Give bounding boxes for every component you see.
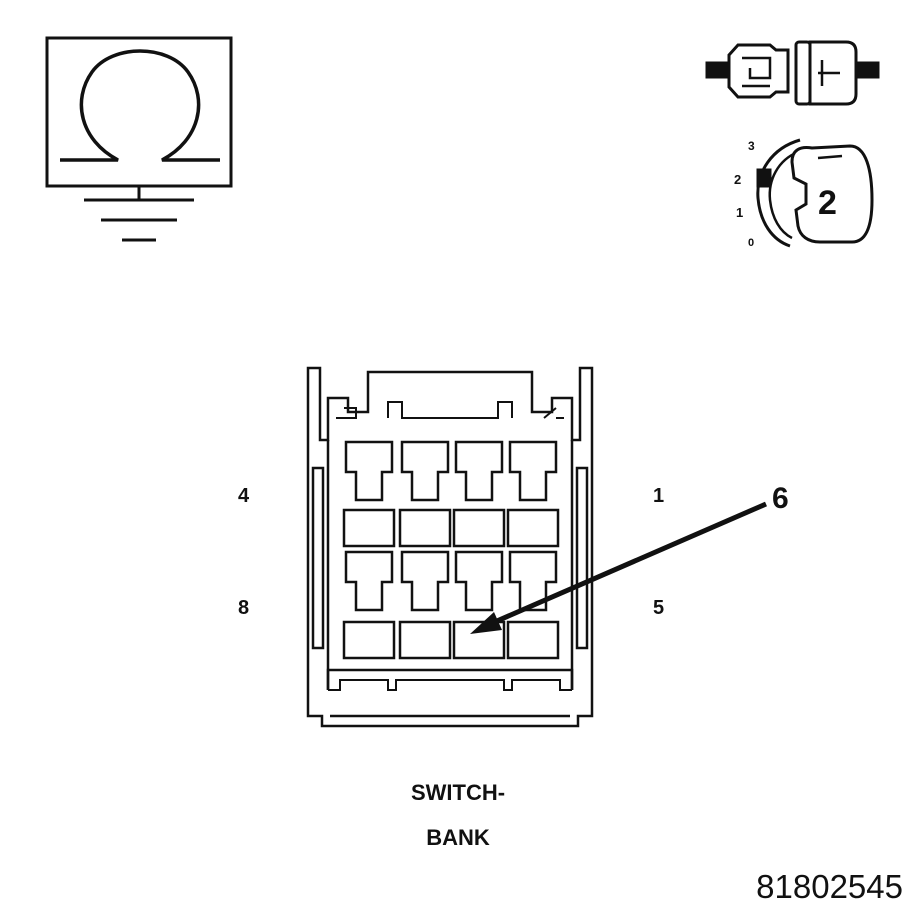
callout-line xyxy=(489,501,767,627)
terminal-cavity xyxy=(508,550,558,612)
terminal-cavity xyxy=(344,440,394,502)
pin-cavity xyxy=(506,620,560,660)
connector-housing xyxy=(306,366,594,728)
female-collar xyxy=(794,40,812,106)
connector-inner-ribs xyxy=(336,401,564,419)
connector-name-line2: BANK xyxy=(426,825,490,850)
figure-id: 81802545 xyxy=(756,868,903,905)
pin-label-4: 4 xyxy=(238,485,250,507)
pin-label-8: 8 xyxy=(238,597,249,619)
lock-cylinder-outer xyxy=(756,138,801,248)
ignition-key-icon xyxy=(756,138,874,248)
omega-symbol xyxy=(60,49,220,162)
terminal-cavity xyxy=(400,550,450,612)
bottom-frame-top xyxy=(326,668,574,690)
lock-cylinder-inner xyxy=(768,150,799,240)
key-head xyxy=(790,144,874,244)
ohmmeter-icon xyxy=(45,36,233,242)
terminal-cavity xyxy=(454,440,504,502)
connector-name-line1: SWITCH- xyxy=(411,780,505,805)
pin-cavity xyxy=(506,508,560,548)
pin-cavity xyxy=(342,620,396,660)
pin-cavity xyxy=(398,620,452,660)
key-edge xyxy=(817,154,843,160)
pin-cavity xyxy=(398,508,452,548)
key-selected-number: 2 xyxy=(818,184,837,222)
ohmmeter-frame xyxy=(45,36,233,188)
callout-arrowhead xyxy=(470,612,502,634)
left-rail xyxy=(311,466,325,650)
key-position-3: 3 xyxy=(748,139,755,153)
key-position-1: 1 xyxy=(736,205,743,220)
connector-cavities xyxy=(342,440,560,660)
bottom-frame-teeth xyxy=(328,679,572,691)
disconnect-connector-icon xyxy=(705,40,880,106)
switch-bank-connector xyxy=(306,366,594,728)
pin-cavity xyxy=(342,508,396,548)
key-position-2: 2 xyxy=(734,172,741,187)
position-indicator xyxy=(756,168,772,188)
terminal-cavity xyxy=(344,550,394,612)
key-position-0: 0 xyxy=(748,237,754,249)
callout-arrow xyxy=(470,501,767,634)
pin-label-1: 1 xyxy=(653,485,664,507)
terminal-cavity xyxy=(400,440,450,502)
right-wire-stub xyxy=(854,61,880,79)
pin-label-5: 5 xyxy=(653,597,664,619)
male-connector-half xyxy=(727,43,790,99)
terminal-cavity xyxy=(508,440,558,502)
terminal-cavity xyxy=(454,550,504,612)
left-wire-stub xyxy=(705,61,731,79)
callout-number: 6 xyxy=(772,482,789,515)
right-rail xyxy=(575,466,589,650)
pin-cavity xyxy=(452,508,506,548)
male-latch xyxy=(742,56,772,80)
